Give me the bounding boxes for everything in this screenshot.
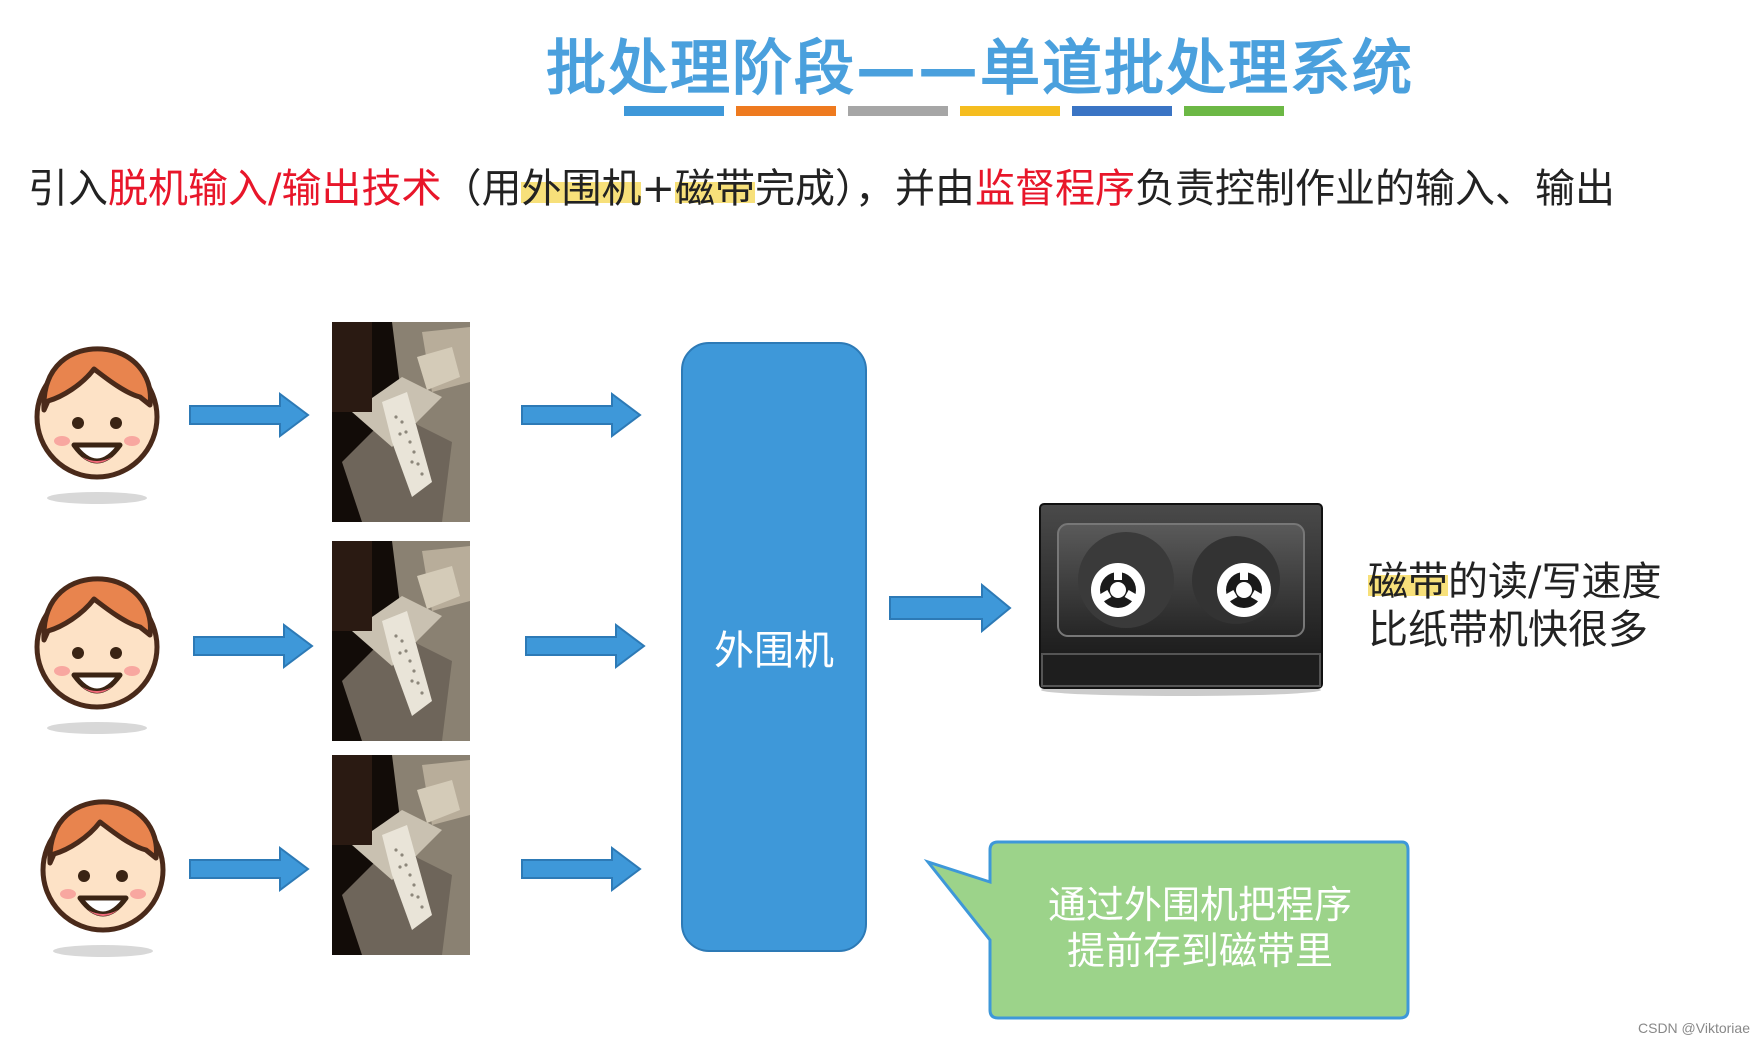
callout-text: 通过外围机把程序 提前存到磁带里 (1000, 882, 1400, 974)
callout-line2: 提前存到磁带里 (1066, 929, 1333, 973)
user-face-icon (34, 576, 160, 734)
paper-tape-machine-image (332, 541, 470, 741)
title-bar-green (1184, 106, 1284, 116)
callout-bubble (923, 840, 1410, 1020)
peripheral-label: 外围机 (714, 628, 834, 674)
flow-arrow (189, 392, 310, 438)
tape-note-line1: 磁带的读/写速度 (1368, 558, 1661, 606)
flow-arrow (521, 392, 642, 438)
flow-arrow (525, 623, 646, 669)
intro-sentence: 引入脱机输入/输出技术（用外围机+磁带完成），并由监督程序负责控制作业的输入、输… (28, 156, 1615, 214)
page-title: 批处理阶段——单道批处理系统 (546, 34, 1414, 104)
user-face-icon (40, 799, 166, 957)
flow-arrow (193, 623, 314, 669)
title-bar-blue (624, 106, 724, 116)
intro-part: （用 (441, 166, 522, 212)
tape-note-text: 的读/写速度 (1448, 559, 1662, 605)
tape-speed-note: 磁带的读/写速度 比纸带机快很多 (1368, 558, 1661, 654)
user-face-icon (34, 346, 160, 504)
tape-note-highlight: 磁带 (1368, 559, 1448, 605)
title-bar-yellow (960, 106, 1060, 116)
title-bar-orange (736, 106, 836, 116)
intro-highlight: 磁带 (675, 166, 755, 212)
flow-arrow (189, 846, 310, 892)
watermark: CSDN @Viktoriae (1638, 1020, 1750, 1036)
magnetic-tape-icon (1039, 503, 1323, 696)
title-bar-gray (848, 106, 948, 116)
intro-red-term: 监督程序 (975, 166, 1135, 212)
intro-part: 引入 (28, 166, 108, 212)
intro-highlight: 外围机 (521, 166, 642, 212)
intro-part: 完成），并由 (755, 166, 975, 212)
flow-arrow (521, 846, 642, 892)
intro-red-term: 脱机输入/输出技术 (108, 166, 442, 212)
intro-part: + (641, 166, 675, 212)
paper-tape-machine-image (332, 322, 470, 522)
tape-note-line2: 比纸带机快很多 (1368, 607, 1648, 653)
flow-arrow (889, 583, 1012, 633)
title-bar-darkblue (1072, 106, 1172, 116)
peripheral-box: 外围机 (681, 342, 867, 952)
paper-tape-machine-image (332, 755, 470, 955)
intro-part: 负责控制作业的输入、输出 (1135, 166, 1615, 212)
callout-line1: 通过外围机把程序 (1047, 883, 1352, 927)
